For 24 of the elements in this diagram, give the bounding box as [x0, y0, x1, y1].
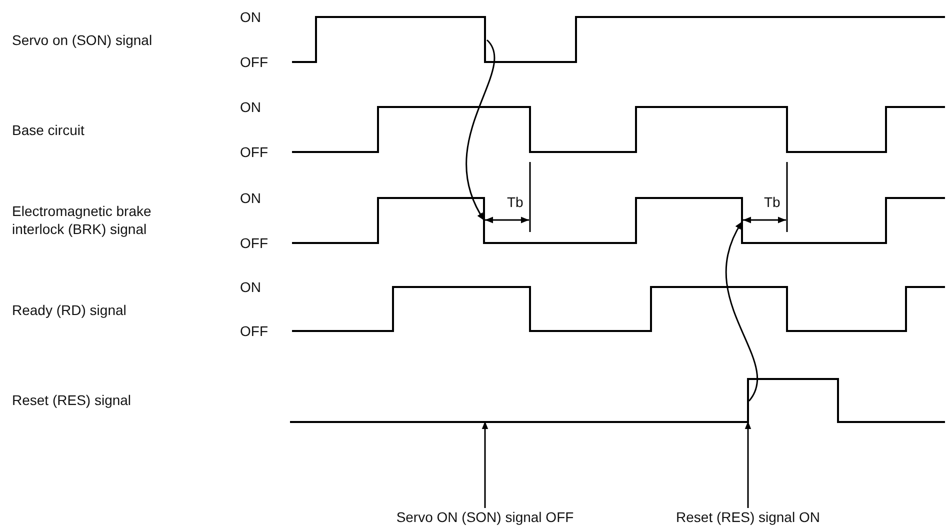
level-label: ON	[240, 278, 261, 296]
waveform-drawing	[292, 196, 945, 245]
annotation-text: Servo ON (SON) signal OFF	[396, 508, 574, 526]
level-label: OFF	[240, 234, 268, 252]
level-label: OFF	[240, 322, 268, 340]
curved-arrow	[726, 221, 758, 402]
level-label: ON	[240, 189, 261, 207]
waveform-drawing	[290, 377, 945, 424]
dimension-label: Tb	[507, 193, 524, 211]
signal-name: Ready (RD) signal	[12, 301, 126, 319]
level-label: ON	[240, 8, 261, 26]
arrow	[482, 421, 488, 508]
signal-name: Base circuit	[12, 121, 84, 139]
arrow	[744, 421, 752, 508]
signal-name: Electromagnetic brake interlock (BRK) signal	[12, 202, 152, 238]
signal-name: Servo on (SON) signal	[12, 31, 152, 49]
curved-arrow	[466, 40, 496, 221]
annotation-text: Reset (RES) signal ON	[676, 508, 820, 526]
waveform-drawing	[292, 15, 945, 64]
level-label: OFF	[240, 53, 268, 71]
level-label: ON	[240, 98, 261, 116]
dimension-label: Tb	[764, 193, 780, 211]
level-label: OFF	[240, 143, 268, 161]
signal-name: Reset (RES) signal	[12, 391, 132, 409]
